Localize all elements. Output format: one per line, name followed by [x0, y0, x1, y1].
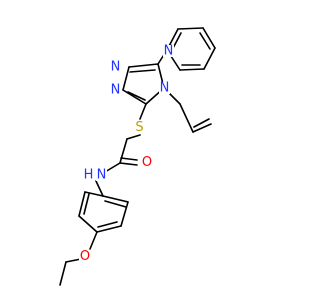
bond	[104, 162, 121, 173]
atom-label-carbonyl-o: O	[142, 155, 152, 170]
bond	[177, 27, 204, 30]
bond	[96, 225, 122, 233]
bond	[199, 32, 211, 50]
bond	[179, 103, 194, 133]
atom-label-ether-o: O	[80, 249, 90, 264]
atom-label-amide-h: H	[84, 168, 94, 183]
bond	[193, 118, 210, 128]
bond	[83, 193, 90, 215]
bond	[203, 47, 216, 70]
atom-label-pyridine-n: N	[164, 44, 174, 59]
bond	[139, 103, 147, 120]
bond	[202, 27, 216, 49]
bond	[104, 200, 127, 208]
bond	[126, 134, 141, 140]
bond	[65, 258, 82, 263]
bond	[89, 231, 98, 250]
atom-label-sulfur: S	[135, 120, 143, 135]
bond	[95, 180, 104, 197]
bond	[122, 89, 147, 105]
bond	[192, 123, 212, 133]
bond	[120, 201, 129, 227]
bond	[102, 195, 129, 203]
bond	[119, 162, 138, 166]
bond	[127, 91, 146, 101]
atom-label-triazole-n1: N	[111, 60, 121, 75]
bond	[129, 69, 156, 73]
bond	[128, 63, 159, 68]
molecule-structure-diagram: N N N N S O N H O	[59, 27, 216, 286]
atom-label-amide-n: N	[97, 168, 107, 183]
molecule-svg: N N N N S O N H O	[59, 27, 216, 286]
bond	[78, 215, 98, 233]
bond	[122, 66, 130, 91]
bond	[120, 157, 138, 161]
bond	[59, 261, 67, 286]
bonds-layer	[59, 27, 216, 286]
bond	[119, 138, 128, 164]
bond	[78, 191, 86, 217]
bond	[179, 68, 205, 71]
atom-label-triazole-n4: N	[160, 81, 170, 96]
bond	[84, 191, 104, 197]
atom-label-triazole-n2: N	[111, 83, 121, 98]
bond	[97, 221, 118, 228]
atom-labels-layer: N N N N S O N H O	[79, 44, 174, 264]
